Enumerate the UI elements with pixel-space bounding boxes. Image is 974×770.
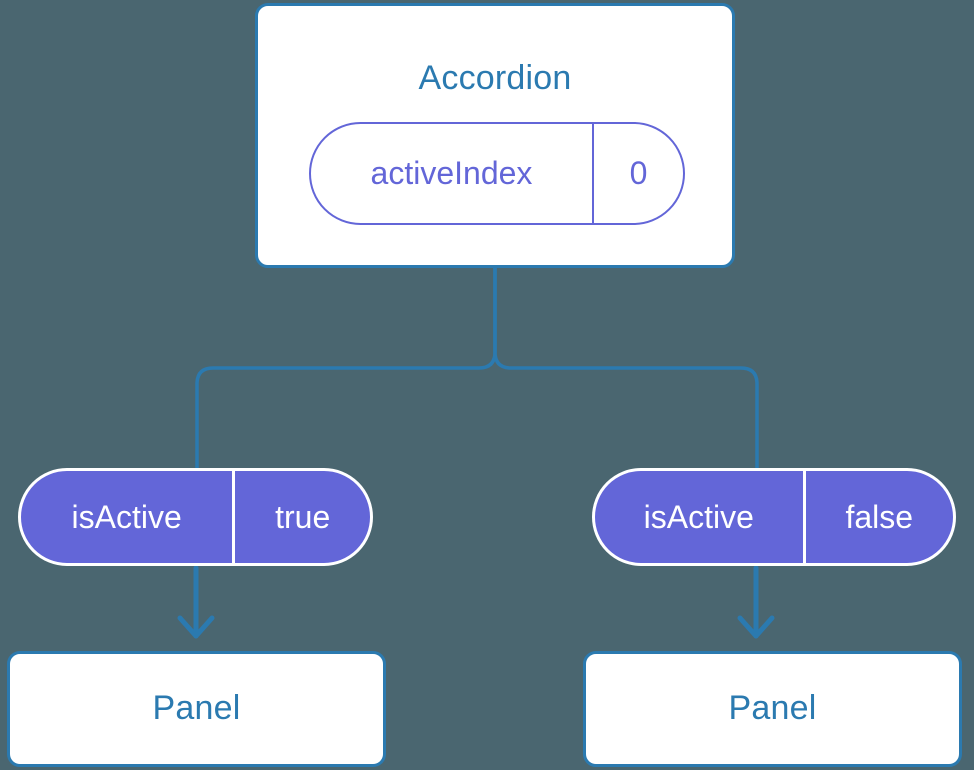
- node-panel-left: Panel: [7, 651, 386, 767]
- panel-left-title: Panel: [152, 689, 241, 727]
- accordion-title: Accordion: [418, 59, 572, 97]
- arrow-head-right-icon: [737, 615, 775, 639]
- node-accordion: Accordion activeIndex 0: [255, 3, 735, 268]
- state-pill-active-index-key: activeIndex: [370, 155, 533, 191]
- state-pill-active-index-value: 0: [591, 124, 683, 223]
- prop-pill-is-active-true-key: isActive: [71, 498, 182, 535]
- connector-root-to-right: [493, 266, 759, 470]
- prop-pill-is-active-false: isActive false: [592, 468, 956, 566]
- prop-pill-is-active-false-key: isActive: [643, 498, 754, 535]
- prop-pill-is-active-true: isActive true: [18, 468, 373, 566]
- prop-pill-is-active-true-value: true: [232, 471, 370, 563]
- node-panel-right: Panel: [583, 651, 962, 767]
- connector-root-to-left: [195, 266, 497, 470]
- panel-right-title: Panel: [728, 689, 817, 727]
- arrow-head-left-icon: [177, 615, 215, 639]
- state-pill-active-index: activeIndex 0: [309, 122, 685, 225]
- prop-pill-is-active-false-value: false: [802, 471, 954, 563]
